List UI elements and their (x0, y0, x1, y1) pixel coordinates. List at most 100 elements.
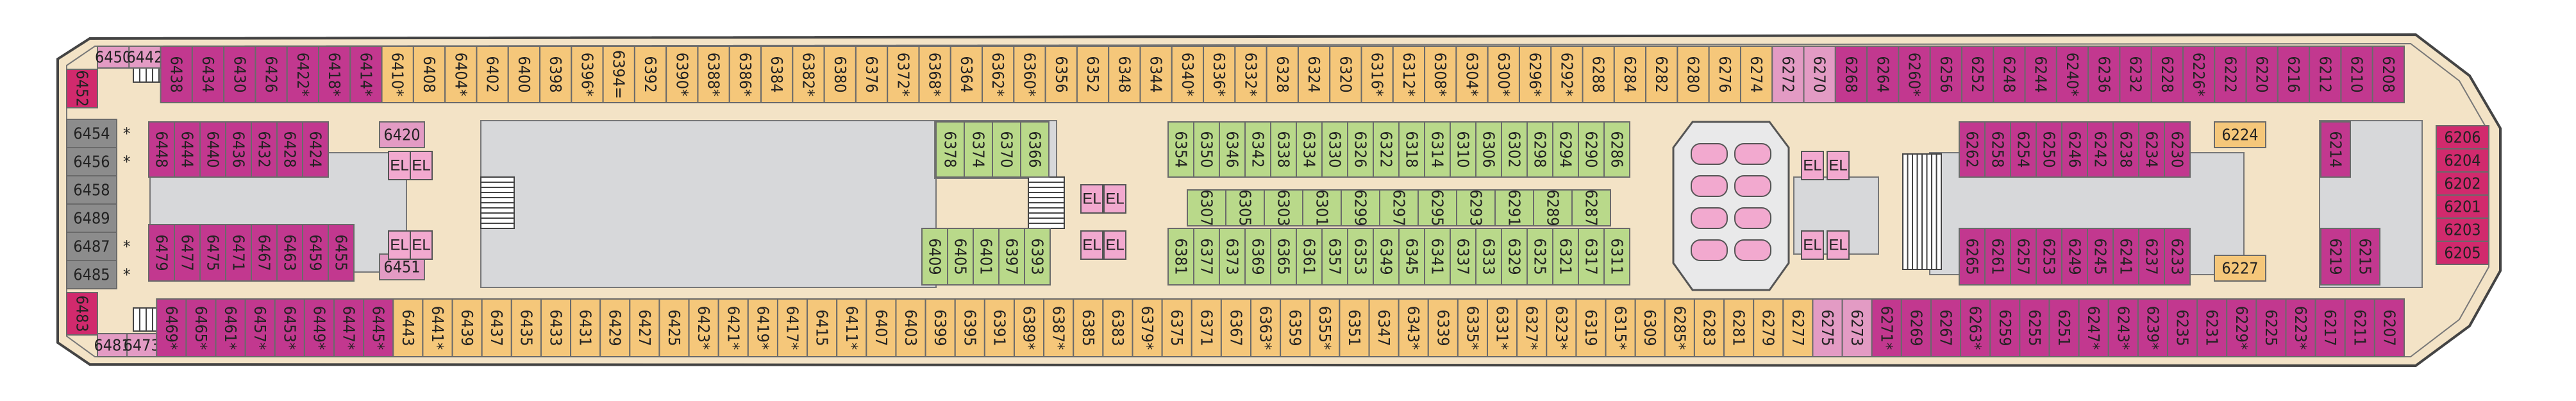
cabin-top-6360*[interactable]: 6360* (1013, 46, 1046, 103)
cabin-inside-upper-6310[interactable]: 6310 (1450, 121, 1476, 178)
cabin-inside-inner-6293[interactable]: 6293 (1456, 189, 1496, 226)
cabin-inside-lower-6337[interactable]: 6337 (1450, 228, 1476, 286)
cabin-inside-lower-6353[interactable]: 6353 (1347, 228, 1374, 286)
cabin-top-6208[interactable]: 6208 (2371, 46, 2405, 103)
cabin-bottom-6277[interactable]: 6277 (1782, 298, 1814, 357)
cabin-bottom-6207[interactable]: 6207 (2373, 298, 2405, 357)
elevator[interactable]: EL (1103, 230, 1126, 260)
cabin-bottom-6427[interactable]: 6427 (629, 298, 660, 357)
cabin-top-6362*[interactable]: 6362* (982, 46, 1015, 103)
cabin-top-6272[interactable]: 6272 (1771, 46, 1805, 103)
cabin-inside-upper-6314[interactable]: 6314 (1424, 121, 1451, 178)
cabin-inside-lower-6329[interactable]: 6329 (1501, 228, 1528, 286)
cabin-top-6264[interactable]: 6264 (1866, 46, 1900, 103)
cabin-top-6352[interactable]: 6352 (1076, 46, 1110, 103)
cabin-bottom-6421*[interactable]: 6421* (717, 298, 749, 357)
cabin-top-6282[interactable]: 6282 (1645, 46, 1678, 103)
cabin-inside-lower-6321[interactable]: 6321 (1552, 228, 1579, 286)
cabin-inside-upper-6350[interactable]: 6350 (1193, 121, 1220, 178)
cabin-top-6408[interactable]: 6408 (412, 46, 446, 103)
cabin-inside-lower-6341[interactable]: 6341 (1424, 228, 1451, 286)
cabin-bottom-6331*[interactable]: 6331* (1487, 298, 1518, 357)
cabin-top-6220[interactable]: 6220 (2245, 46, 2279, 103)
cabin-bottom-6351[interactable]: 6351 (1339, 298, 1370, 357)
cabin-fwd-lower-6237[interactable]: 6237 (2138, 228, 2165, 286)
cabin-mid-lower-6409[interactable]: 6409 (921, 228, 948, 286)
cabin-bottom-6387*[interactable]: 6387* (1043, 298, 1075, 357)
cabin-bottom-6437[interactable]: 6437 (481, 298, 512, 357)
cabin-bottom-6469*[interactable]: 6469* (156, 298, 187, 357)
cabin-fwd-upper-6250[interactable]: 6250 (2036, 121, 2062, 178)
cabin-bottom-6399[interactable]: 6399 (924, 298, 956, 357)
elevator[interactable]: EL (1801, 230, 1824, 260)
cabin-inside-inner-6301[interactable]: 6301 (1302, 189, 1342, 226)
cabin-fwd-upper-6234[interactable]: 6234 (2138, 121, 2165, 178)
cabin-bottom-6407[interactable]: 6407 (866, 298, 897, 357)
cabin-inside-upper-6326[interactable]: 6326 (1347, 121, 1374, 178)
cabin-bottom-6371[interactable]: 6371 (1191, 298, 1222, 357)
cabin-bottom-6383[interactable]: 6383 (1102, 298, 1133, 357)
cabin-top-6356[interactable]: 6356 (1044, 46, 1078, 103)
cabin-top-6422*[interactable]: 6422* (286, 46, 320, 103)
cabin-bottom-6403[interactable]: 6403 (895, 298, 926, 357)
cabin-aft-lower-6467[interactable]: 6467 (251, 224, 278, 282)
cabin-bottom-6473[interactable]: 6473 (124, 333, 160, 357)
cabin-top-6222[interactable]: 6222 (2214, 46, 2247, 103)
cabin-inside-upper-6342[interactable]: 6342 (1244, 121, 1271, 178)
cabin-top-6248[interactable]: 6248 (1993, 46, 2026, 103)
cabin-bottom-6355*[interactable]: 6355* (1309, 298, 1341, 357)
cabin-aft-upper-6444[interactable]: 6444 (174, 121, 201, 178)
elevator[interactable]: EL (1827, 151, 1850, 180)
cabin-aft-lower-6459[interactable]: 6459 (302, 224, 329, 282)
cabin-inside-lower-6333[interactable]: 6333 (1475, 228, 1502, 286)
cabin-inside-upper-6298[interactable]: 6298 (1526, 121, 1553, 178)
cabin-bottom-6449*[interactable]: 6449* (303, 298, 335, 357)
cabin-inside-upper-6330[interactable]: 6330 (1321, 121, 1348, 178)
cabin-top-6398[interactable]: 6398 (539, 46, 573, 103)
cabin-top-6228[interactable]: 6228 (2150, 46, 2184, 103)
cabin-top-6244[interactable]: 6244 (2024, 46, 2057, 103)
cabin-inside-lower-6377[interactable]: 6377 (1193, 228, 1220, 286)
cabin-inside-lower-6369[interactable]: 6369 (1244, 228, 1271, 286)
cabin-bottom-6439[interactable]: 6439 (451, 298, 483, 357)
cabin-mid-upper-6370[interactable]: 6370 (992, 121, 1021, 178)
cabin-top-6404*[interactable]: 6404* (444, 46, 478, 103)
cabin-top-6260*[interactable]: 6260* (1898, 46, 1931, 103)
cabin-bottom-6379*[interactable]: 6379* (1132, 298, 1163, 357)
cabin-bottom-6225[interactable]: 6225 (2255, 298, 2287, 357)
cabin-bottom-6239*[interactable]: 6239* (2137, 298, 2168, 357)
cabin-top-6414*[interactable]: 6414* (349, 46, 383, 103)
cabin-bow-6203[interactable]: 6203 (2436, 218, 2489, 242)
cabin-bottom-6285*[interactable]: 6285* (1664, 298, 1695, 357)
cabin-aft-lower-6471[interactable]: 6471 (225, 224, 252, 282)
cabin-top-6268[interactable]: 6268 (1834, 46, 1868, 103)
cabin-bow-6202[interactable]: 6202 (2436, 171, 2489, 196)
elevator[interactable]: EL (410, 151, 433, 180)
cabin-stern-6489[interactable]: 6489 (66, 203, 117, 233)
cabin-bottom-6453*[interactable]: 6453* (274, 298, 305, 357)
cabin-top-6442[interactable]: 6442 (126, 46, 163, 69)
cabin-bottom-6425[interactable]: 6425 (658, 298, 690, 357)
cabin-aft-upper-6428[interactable]: 6428 (276, 121, 303, 178)
cabin-aft-corner-bottom[interactable]: 6483 (66, 292, 98, 336)
cabin-top-6390*[interactable]: 6390* (665, 46, 699, 103)
cabin-bottom-6263*[interactable]: 6263* (1960, 298, 1991, 357)
cabin-bow-6201[interactable]: 6201 (2436, 194, 2489, 219)
cabin-bottom-6275[interactable]: 6275 (1812, 298, 1843, 357)
cabin-top-6274[interactable]: 6274 (1739, 46, 1773, 103)
cabin-bottom-6433[interactable]: 6433 (540, 298, 572, 357)
cabin-bottom-6415[interactable]: 6415 (807, 298, 838, 357)
cabin-bottom-6315*[interactable]: 6315* (1605, 298, 1636, 357)
cabin-fwd-upper-6258[interactable]: 6258 (1984, 121, 2011, 178)
cabin-bottom-6347[interactable]: 6347 (1368, 298, 1400, 357)
cabin-top-6296*[interactable]: 6296* (1518, 46, 1552, 103)
cabin-bottom-6435[interactable]: 6435 (510, 298, 542, 357)
cabin-stern-6485[interactable]: 6485 (66, 260, 117, 289)
cabin-top-6324[interactable]: 6324 (1297, 46, 1331, 103)
cabin-bottom-6251[interactable]: 6251 (2048, 298, 2080, 357)
cabin-fwd-lower-6261[interactable]: 6261 (1984, 228, 2011, 286)
cabin-inside-lower-6373[interactable]: 6373 (1219, 228, 1246, 286)
cabin-bottom-6271*[interactable]: 6271* (1871, 298, 1902, 357)
cabin-fwd-lower-6241[interactable]: 6241 (2112, 228, 2139, 286)
cabin-top-6386*[interactable]: 6386* (728, 46, 762, 103)
